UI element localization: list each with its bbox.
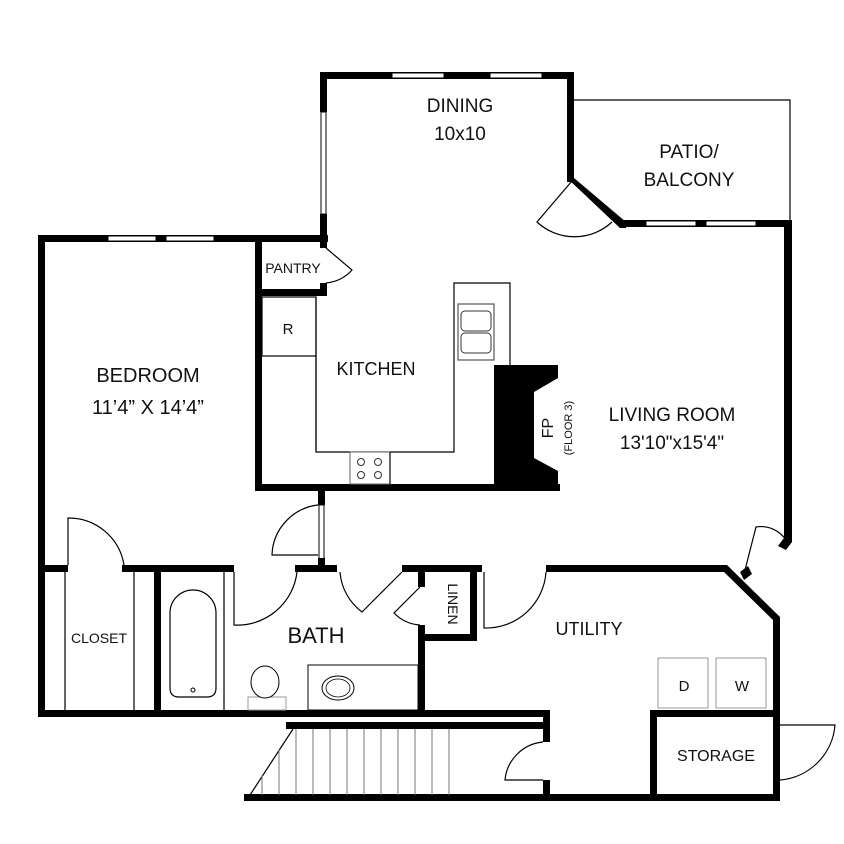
storage-label: STORAGE (677, 748, 755, 765)
utility-room (483, 525, 836, 798)
living-room-size: 13'10"x15'4" (620, 433, 724, 454)
closet (38, 517, 234, 717)
bath-label: BATH (287, 623, 344, 648)
living-room-label: LIVING ROOM (609, 405, 736, 426)
dining-room (320, 72, 574, 244)
patio-label: PATIO/ (659, 142, 719, 163)
fireplace-label: FP (540, 418, 557, 438)
bedroom-label: BEDROOM (96, 365, 199, 387)
linen-label: LINEN (445, 583, 461, 624)
washer-label: W (735, 678, 750, 695)
bedroom-size: 11’4” X 14’4” (92, 397, 204, 419)
living-room-top-wall (620, 220, 792, 550)
bedroom (38, 235, 328, 717)
patio-balcony (574, 99, 791, 222)
dryer-label: D (679, 678, 690, 695)
patio-label-2: BALCONY (644, 170, 735, 191)
bath (38, 565, 550, 717)
fireplace-note: (FLOOR 3) (563, 401, 575, 455)
hall-door (271, 491, 325, 568)
utility-label: UTILITY (555, 619, 622, 639)
patio-door (536, 178, 626, 238)
stairs (244, 712, 780, 801)
pantry-label: PANTRY (265, 260, 321, 276)
linen-closet (418, 565, 477, 641)
dining-label: DINING (427, 96, 494, 117)
kitchen-label: KITCHEN (336, 359, 415, 379)
closet-label: CLOSET (71, 630, 127, 646)
refrigerator-label: R (283, 321, 294, 338)
pantry (255, 240, 353, 296)
dining-size: 10x10 (434, 124, 486, 145)
kitchen (255, 282, 560, 491)
fireplace (494, 365, 558, 491)
